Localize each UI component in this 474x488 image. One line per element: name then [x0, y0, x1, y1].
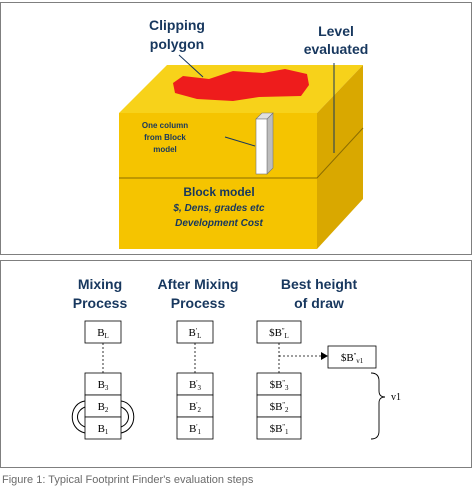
col3-cell-top-label: $B''L — [269, 327, 289, 340]
col1-stack: BL B3 B2 B1 — [71, 320, 135, 440]
column-arrow — [224, 136, 256, 147]
level-evaluated-label-2: evaluated — [304, 41, 369, 57]
col2-cell-1-label: B'1 — [189, 423, 202, 436]
block-column — [255, 118, 268, 175]
col3-cell-3-label: $B''3 — [270, 379, 289, 392]
col2-cell-2-label: B'2 — [189, 401, 202, 414]
level-evaluated-label-1: Level — [318, 23, 354, 39]
clipping-polygon-shape — [173, 69, 309, 101]
col1-cell-2-label: B2 — [98, 401, 109, 414]
height-brace — [370, 372, 386, 440]
block-column-side — [266, 112, 274, 175]
brace-label: v1 — [391, 392, 401, 403]
block-model-sub-2: Development Cost — [175, 218, 263, 229]
clipping-polygon-label-2: polygon — [150, 36, 204, 52]
clipping-arrow — [178, 54, 204, 78]
col3-heading-2: of draw — [294, 295, 344, 311]
block-model-diagram: Clipping polygon Level evaluated One col… — [119, 17, 369, 249]
mixing-arrow-right — [120, 400, 135, 434]
col1-cell-top-label: BL — [97, 327, 109, 340]
block-model-title: Block model — [183, 185, 254, 199]
col3-cell-1-label: $B''1 — [270, 423, 289, 436]
mixing-arrow-left — [71, 400, 86, 434]
col2-stack: B'L B'3 B'2 B'1 — [176, 320, 214, 440]
cube-right-face — [317, 65, 363, 249]
evaluation-steps-diagram: Mixing Process After Mixing Process Best… — [71, 276, 401, 440]
column-label-1: One column — [142, 121, 188, 130]
level-line — [119, 127, 364, 179]
col3-cell-2-label: $B''2 — [270, 401, 289, 414]
col2-heading-2: Process — [171, 295, 226, 311]
clipping-polygon-label-1: Clipping — [149, 17, 205, 33]
col2-cell-top-label: B'L — [189, 327, 202, 340]
column-label-3: model — [153, 145, 177, 154]
col1-cell-1 — [84, 416, 122, 440]
mixing-arrow-right-inner — [120, 406, 129, 428]
side-cell — [327, 345, 377, 369]
cube-front-face — [119, 113, 317, 249]
col2-heading-1: After Mixing — [158, 276, 239, 292]
col3-heading-1: Best height — [281, 276, 358, 292]
block-model-sub-1: $, Dens, grades etc — [172, 203, 265, 214]
col2-cell-3-label: B'3 — [189, 379, 202, 392]
col1-heading-1: Mixing — [78, 276, 122, 292]
col3-cell-1 — [256, 416, 302, 440]
column-label-2: from Block — [144, 133, 186, 142]
mixing-arrow-left-inner — [77, 406, 86, 428]
col2-cell-1 — [176, 416, 214, 440]
col1-cell-1-label: B1 — [98, 423, 109, 436]
block-model-panel: Clipping polygon Level evaluated One col… — [0, 2, 472, 255]
col1-heading-2: Process — [73, 295, 128, 311]
best-height-arrowhead — [321, 352, 328, 360]
figure-caption: Figure 1: Typical Footprint Finder's eva… — [2, 474, 254, 486]
col3-stack: $B''L $B''3 $B''2 $B''1 $B''v1 v1 — [256, 320, 401, 440]
col1-cell-3-label: B3 — [98, 379, 109, 392]
side-cell-label: $B''v1 — [341, 352, 364, 365]
evaluation-steps-panel: Mixing Process After Mixing Process Best… — [0, 260, 472, 468]
